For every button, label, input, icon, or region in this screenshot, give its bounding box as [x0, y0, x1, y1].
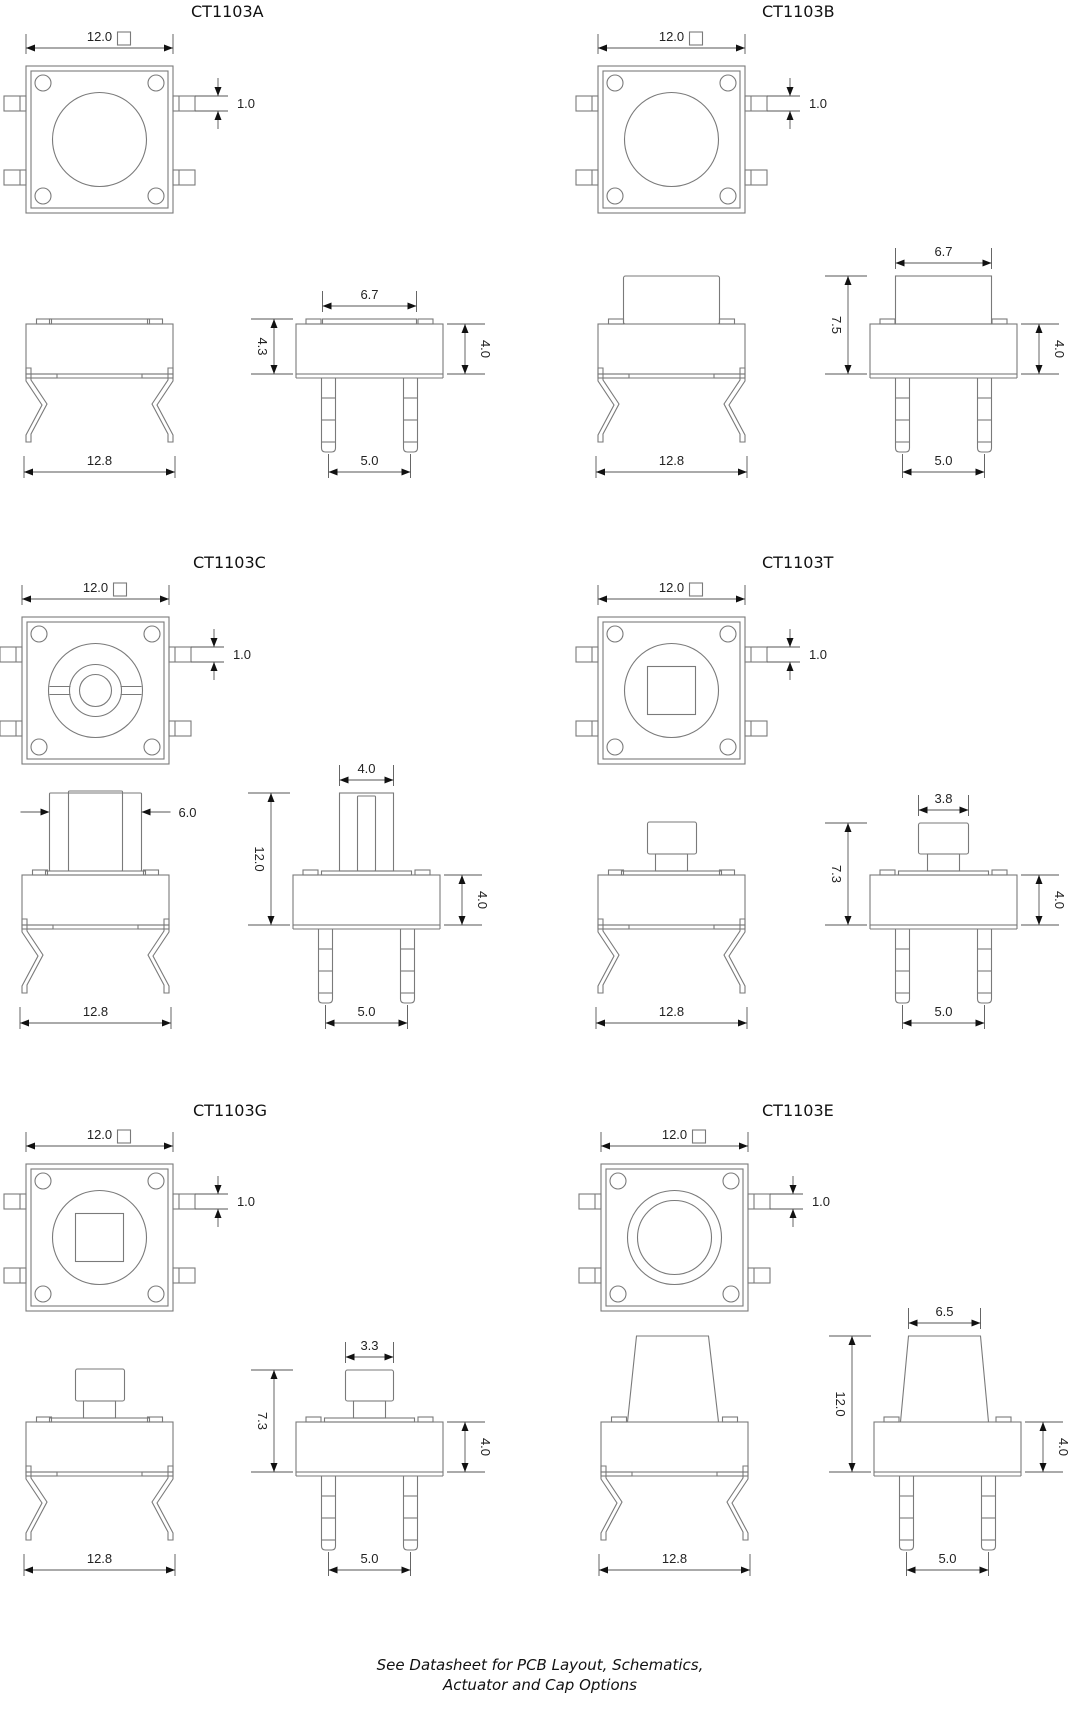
pin-pitch-label: 5.0 — [360, 453, 378, 468]
top-view: 12.0 1.0 — [578, 1127, 830, 1312]
square-symbol-icon — [116, 31, 132, 46]
top-width-label: 3.8 — [934, 791, 952, 806]
footer-line-1: See Datasheet for PCB Layout, Schematics… — [376, 1656, 704, 1674]
top-width-label: 4.0 — [357, 761, 375, 776]
stem-width-label: 6.0 — [178, 805, 196, 820]
lead-span-label: 12.8 — [662, 1551, 687, 1566]
side-view: 12.8 — [595, 275, 748, 478]
total-height-label: 7.3 — [829, 865, 844, 883]
top-view: 12.0 1.0 — [3, 29, 255, 214]
pin-pitch-label: 5.0 — [934, 1004, 952, 1019]
part-title-ct1103a: CT1103A — [191, 2, 264, 21]
top-view: 12.0 1.0 — [575, 29, 827, 214]
body-height-label: 4.0 — [478, 1438, 493, 1456]
pin-pitch-label: 5.0 — [357, 1004, 375, 1019]
side-view: 12.8 — [23, 318, 176, 478]
lead-span-label: 12.8 — [659, 453, 684, 468]
body-height-label: 4.0 — [1052, 891, 1067, 909]
front-view: 3.8 7.3 4.0 5.0 — [825, 791, 1067, 1029]
lead-span-label: 12.8 — [87, 1551, 112, 1566]
body-height-label: 4.0 — [1052, 340, 1067, 358]
body-height-label: 4.0 — [478, 340, 493, 358]
footer-line-2: Actuator and Cap Options — [443, 1676, 637, 1694]
square-symbol-icon — [112, 582, 128, 597]
part-title-ct1103t: CT1103T — [762, 553, 834, 572]
width-dimension-label: 12.0 — [83, 580, 108, 595]
part-title-ct1103b: CT1103B — [762, 2, 835, 21]
front-view: 4.0 12.0 4.0 5.0 — [248, 761, 490, 1029]
width-dimension-label: 12.0 — [87, 29, 112, 44]
width-dimension-label: 12.0 — [87, 1127, 112, 1142]
datasheet-note: See Datasheet for PCB Layout, Schematics… — [0, 1655, 1080, 1695]
width-dimension-label: 12.0 — [659, 29, 684, 44]
top-view: 12.0 1.0 — [0, 580, 251, 765]
top-width-label: 6.7 — [934, 244, 952, 259]
pin-width-label: 1.0 — [809, 647, 827, 662]
total-height-label: 12.0 — [833, 1391, 848, 1416]
lead-span-label: 12.8 — [83, 1004, 108, 1019]
side-view: 12.8 — [595, 821, 748, 1029]
part-title-ct1103e: CT1103E — [762, 1101, 834, 1120]
square-symbol-icon — [688, 582, 704, 597]
pin-width-label: 1.0 — [233, 647, 251, 662]
pin-width-label: 1.0 — [812, 1194, 830, 1209]
square-symbol-icon — [116, 1129, 132, 1144]
total-height-label: 12.0 — [252, 846, 267, 871]
pin-width-label: 1.0 — [809, 96, 827, 111]
front-view: 6.5 12.0 4.0 5.0 — [829, 1304, 1071, 1576]
total-height-label: 7.5 — [829, 316, 844, 334]
square-symbol-icon — [688, 31, 704, 46]
body-height-label: 4.0 — [475, 891, 490, 909]
side-view: 12.8 — [23, 1368, 176, 1576]
top-view: 12.0 1.0 — [575, 580, 827, 765]
side-view: 12.8 — [598, 1335, 751, 1576]
front-view: 3.3 7.3 4.0 5.0 — [251, 1338, 493, 1576]
pin-width-label: 1.0 — [237, 1194, 255, 1209]
top-width-label: 3.3 — [360, 1338, 378, 1353]
front-view: 6.7 4.3 4.0 5.0 — [251, 287, 493, 478]
top-view: 12.0 1.0 — [3, 1127, 255, 1312]
front-view: 6.7 7.5 4.0 5.0 — [825, 244, 1067, 478]
body-height-label: 4.0 — [1056, 1438, 1071, 1456]
part-title-ct1103g: CT1103G — [193, 1101, 268, 1120]
pin-width-label: 1.0 — [237, 96, 255, 111]
top-width-label: 6.5 — [935, 1304, 953, 1319]
lead-span-label: 12.8 — [87, 453, 112, 468]
pin-pitch-label: 5.0 — [360, 1551, 378, 1566]
top-width-label: 6.7 — [360, 287, 378, 302]
pin-pitch-label: 5.0 — [934, 453, 952, 468]
total-height-label: 4.3 — [255, 337, 270, 355]
square-symbol-icon — [691, 1129, 707, 1144]
lead-span-label: 12.8 — [659, 1004, 684, 1019]
width-dimension-label: 12.0 — [659, 580, 684, 595]
width-dimension-label: 12.0 — [662, 1127, 687, 1142]
side-view: 6.0 12.8 — [19, 790, 197, 1029]
total-height-label: 7.3 — [255, 1412, 270, 1430]
part-title-ct1103c: CT1103C — [193, 553, 266, 572]
pin-pitch-label: 5.0 — [938, 1551, 956, 1566]
